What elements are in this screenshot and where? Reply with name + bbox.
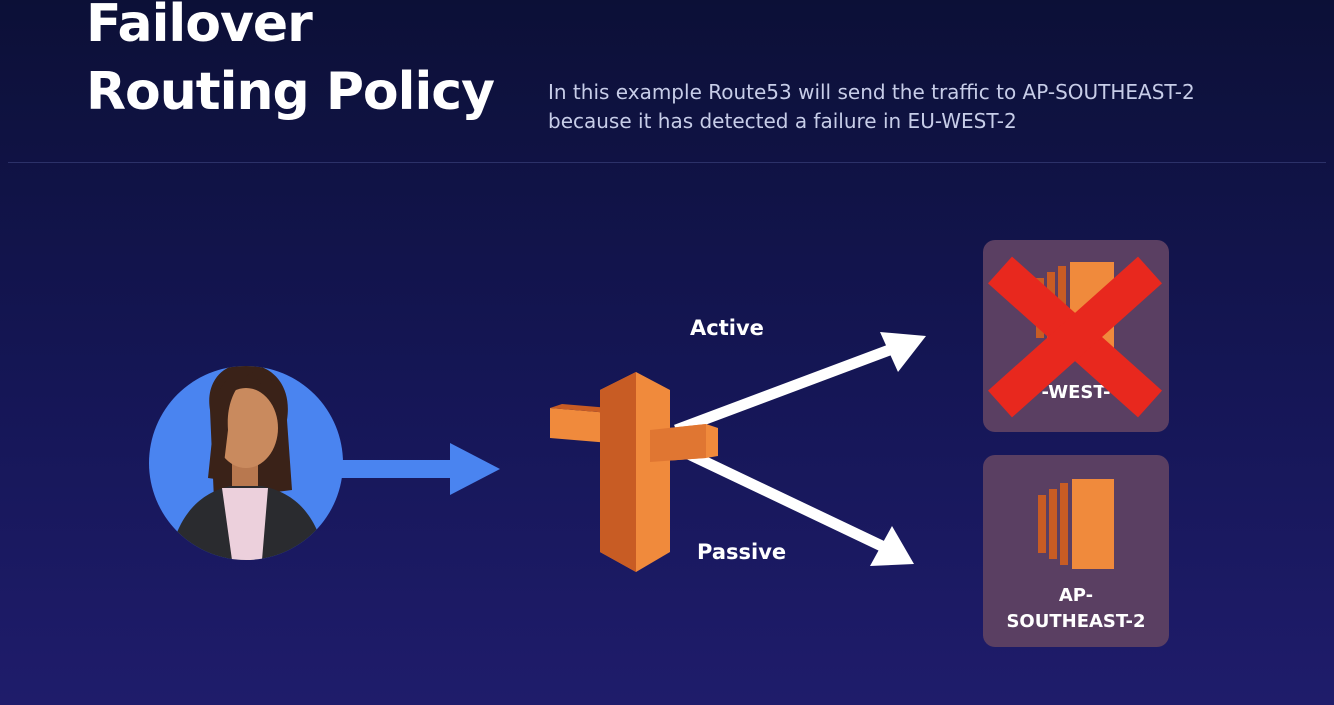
failed-region-box: -WEST-: [983, 240, 1169, 432]
title-line-1: Failover: [86, 0, 313, 54]
title-line-2: Routing Policy: [86, 62, 495, 122]
active-arrow: [674, 332, 926, 436]
subtitle-line-1: In this example Route53 will send the tr…: [548, 80, 1195, 104]
request-arrow: [336, 443, 500, 495]
user-avatar-icon: [149, 366, 343, 560]
passive-arrow: [673, 443, 914, 566]
passive-edge-label: Passive: [697, 540, 786, 564]
standby-region-box: AP- SOUTHEAST-2: [983, 455, 1169, 647]
active-edge-label: Active: [690, 316, 764, 340]
subtitle-line-2: because it has detected a failure in EU-…: [548, 109, 1017, 133]
header-divider: [8, 162, 1326, 163]
page-subtitle: In this example Route53 will send the tr…: [548, 78, 1308, 136]
standby-region-label-line-1: AP-: [1059, 585, 1093, 606]
ec2-instance-icon: [1038, 479, 1114, 569]
failed-region-label: -WEST-: [1042, 382, 1111, 403]
standby-region-label-line-2: SOUTHEAST-2: [1006, 611, 1145, 632]
page-title: Failover Routing Policy: [86, 0, 495, 126]
red-x-icon: [988, 256, 1162, 418]
route53-signpost-icon: [550, 372, 718, 572]
